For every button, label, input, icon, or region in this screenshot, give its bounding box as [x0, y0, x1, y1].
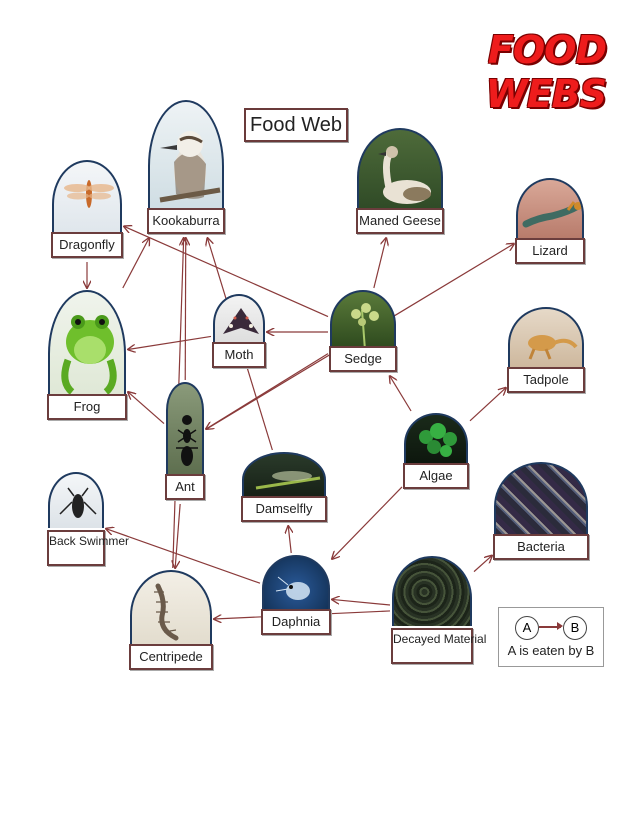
moth-icon: [223, 308, 259, 334]
daphnia-icon: [275, 576, 310, 600]
node-back-swimmer: Back Swimmer: [47, 472, 129, 566]
bacteria-icon: [496, 464, 586, 536]
node-moth: Moth: [212, 294, 266, 368]
arrow-algae-to-daphnia: [332, 486, 403, 559]
page-title: FOOD WEBS: [485, 28, 607, 116]
sedge-picture: [330, 290, 396, 348]
arrow-algae-to-sedge: [390, 376, 412, 412]
damselfly-picture: [242, 452, 326, 498]
sedge-icon: [351, 303, 379, 348]
node-tadpole: Tadpole: [507, 307, 585, 393]
legend-arrow-icon: [539, 623, 563, 629]
node-bacteria: Bacteria: [493, 462, 589, 560]
dragonfly-picture: [52, 160, 122, 234]
node-decayed-material: Decayed Material: [391, 556, 486, 664]
legend-circle-a: A: [515, 616, 539, 640]
algae-icon: [419, 423, 457, 457]
centripede-label: Centripede: [129, 644, 213, 670]
arrow-frog-to-kookaburra: [122, 238, 149, 289]
damselfly-label: Damselfly: [241, 496, 327, 522]
daphnia-label: Daphnia: [261, 609, 331, 635]
node-damselfly: Damselfly: [241, 452, 327, 522]
kookaburra-icon: [159, 131, 221, 203]
node-daphnia: Daphnia: [261, 555, 331, 635]
lizard-picture: [516, 178, 584, 240]
arrow-moth-to-frog: [128, 335, 212, 349]
centripede-icon: [154, 583, 179, 641]
arrow-decayed_material-to-bacteria: [473, 556, 492, 573]
ant-picture: [166, 382, 204, 476]
decayed-material-picture: [392, 556, 472, 626]
arrow-ant-to-kookaburra: [185, 238, 186, 381]
tadpole-picture: [508, 307, 584, 369]
back-swimmer-picture: [48, 472, 104, 528]
back-swimmer-label: Back Swimmer: [47, 530, 129, 566]
lizard-icon: [522, 201, 582, 228]
legend-circle-b: B: [563, 616, 587, 640]
decayed-material-icon: [394, 558, 470, 626]
node-frog: Frog: [47, 290, 127, 420]
diagram-title: Food Web: [244, 108, 348, 142]
frog-picture: [48, 290, 126, 396]
tadpole-label: Tadpole: [507, 367, 585, 393]
legend: A B A is eaten by B: [498, 607, 604, 667]
sedge-label: Sedge: [329, 346, 397, 372]
kookaburra-label: Kookaburra: [147, 208, 225, 234]
ant-label: Ant: [165, 474, 205, 500]
arrow-ant-to-frog: [128, 392, 165, 425]
dragonfly-icon: [64, 180, 114, 208]
frog-label: Frog: [47, 394, 127, 420]
decayed-material-label: Decayed Material: [391, 628, 486, 664]
arrow-algae-to-tadpole: [469, 388, 506, 422]
node-maned-geese: Maned Geese: [356, 128, 444, 234]
node-centripede: Centripede: [129, 570, 213, 670]
arrow-ant-to-centripede: [175, 503, 181, 568]
node-ant: Ant: [165, 382, 205, 500]
arrow-decayed_material-to-daphnia: [332, 599, 391, 606]
goose-icon: [378, 146, 431, 204]
dragonfly-label: Dragonfly: [51, 232, 123, 258]
kookaburra-picture: [148, 100, 224, 210]
arrow-daphnia-to-back_swimmer: [106, 529, 261, 584]
node-kookaburra: Kookaburra: [147, 100, 225, 234]
bacteria-picture: [494, 462, 588, 536]
tadpole-icon: [528, 335, 578, 360]
bacteria-label: Bacteria: [493, 534, 589, 560]
frog-icon: [61, 315, 117, 395]
moth-label: Moth: [212, 342, 266, 368]
arrow-daphnia-to-damselfly: [288, 526, 291, 554]
algae-picture: [404, 413, 468, 465]
node-algae: Algae: [403, 413, 469, 489]
back-swimmer-icon: [59, 487, 97, 518]
moth-picture: [213, 294, 265, 344]
lizard-label: Lizard: [515, 238, 585, 264]
node-dragonfly: Dragonfly: [51, 160, 123, 258]
damselfly-icon: [255, 471, 321, 490]
ant-icon: [176, 415, 198, 466]
node-lizard: Lizard: [515, 178, 585, 264]
arrow-sedge-to-maned_geese: [373, 238, 386, 289]
centripede-picture: [130, 570, 212, 646]
arrow-sedge-to-dragonfly: [124, 226, 329, 318]
algae-label: Algae: [403, 463, 469, 489]
node-sedge: Sedge: [329, 290, 397, 372]
maned-geese-picture: [357, 128, 443, 210]
legend-caption: A is eaten by B: [507, 643, 595, 658]
daphnia-picture: [262, 555, 330, 611]
maned-geese-label: Maned Geese: [356, 208, 444, 234]
